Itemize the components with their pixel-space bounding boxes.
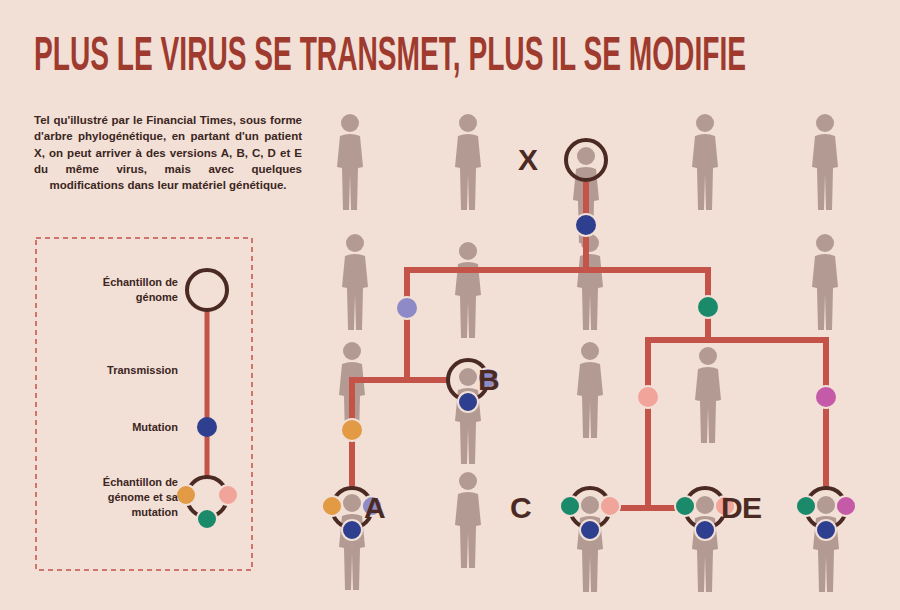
title: PLUS LE VIRUS SE TRANSMET, PLUS IL SE MO… xyxy=(34,26,746,81)
sample-ring xyxy=(564,138,608,182)
sample-ring xyxy=(683,486,727,530)
genome-sample: X xyxy=(564,138,608,182)
patient-letter: B xyxy=(478,358,500,402)
patient-letter: C xyxy=(510,486,532,530)
genome-sample: A xyxy=(330,486,374,530)
genome-sample: B xyxy=(446,358,490,402)
legend-label: Mutation xyxy=(58,420,178,435)
genome-sample: D xyxy=(683,486,727,530)
caption: Tel qu'illustré par le Financial Times, … xyxy=(34,112,302,194)
patient-letter: E xyxy=(742,486,762,530)
transmission-line xyxy=(352,182,586,487)
legend-label: Échantillon de génome xyxy=(98,275,178,305)
legend-label: Échantillon de génome et sa mutation xyxy=(86,475,178,520)
sample-ring xyxy=(804,486,848,530)
transmission-line xyxy=(586,182,708,508)
patient-letter: A xyxy=(364,486,386,530)
genome-sample: C xyxy=(568,486,612,530)
title-wrap: PLUS LE VIRUS SE TRANSMET, PLUS IL SE MO… xyxy=(34,26,900,81)
transmission-line xyxy=(586,182,826,487)
genome-sample: E xyxy=(804,486,848,530)
legend-label: Transmission xyxy=(58,363,178,378)
transmission-line xyxy=(586,182,708,508)
patient-letter: X xyxy=(518,138,538,182)
transmission-line xyxy=(407,182,586,380)
sample-ring xyxy=(568,486,612,530)
patient-letter: D xyxy=(721,486,743,530)
